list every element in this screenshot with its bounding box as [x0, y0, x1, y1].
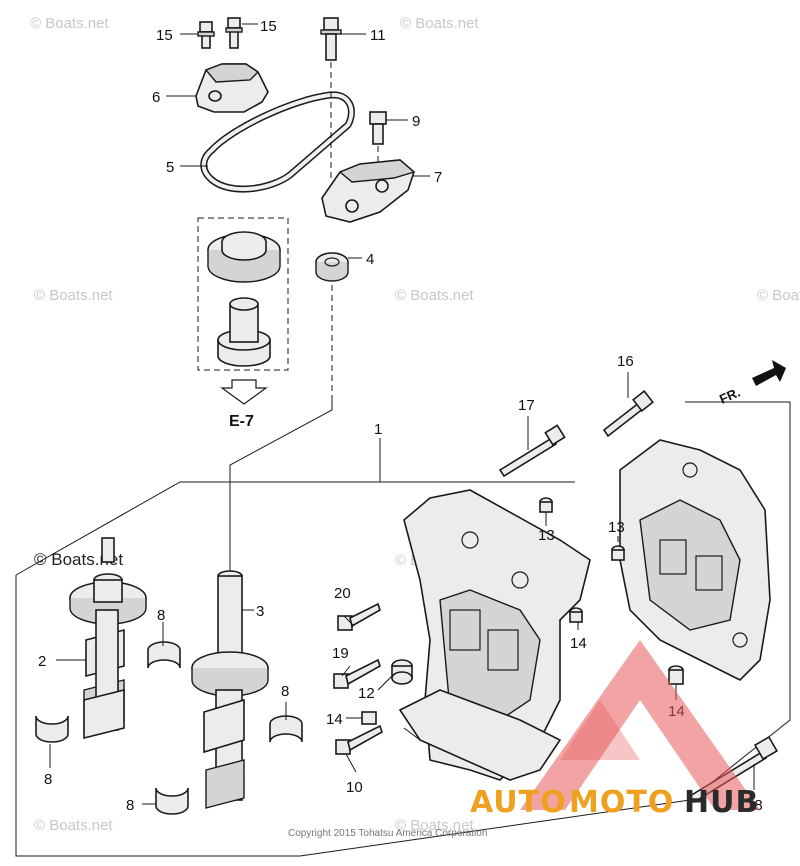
brand-part-moto: MOTO [569, 785, 674, 820]
callout-5: 5 [166, 159, 174, 176]
dowel-part-13-a [539, 497, 553, 513]
watermark: © Boats.net [395, 287, 474, 304]
callout-8: 8 [44, 771, 52, 788]
callout-16: 16 [617, 353, 634, 370]
callout-19: 19 [332, 645, 349, 662]
watermark: © Boats.net [34, 817, 113, 834]
callout-13: 13 [608, 519, 625, 536]
dowel-part-14-a [569, 607, 583, 623]
bolt-part-15-left [197, 21, 215, 49]
watermark: © Boats.net [34, 287, 113, 304]
callout-15: 15 [156, 27, 173, 44]
bolt-part-16 [602, 390, 654, 438]
callout-20: 20 [334, 585, 351, 602]
callout-10: 10 [346, 779, 363, 796]
dowel-part-14-c [361, 711, 377, 725]
assembly-frame [15, 401, 791, 857]
leader-lines [49, 23, 755, 805]
cylinder-head-left [398, 489, 591, 781]
chain-guide-part-6 [195, 63, 269, 113]
callout-8: 8 [281, 683, 289, 700]
front-marker-label: FR. [717, 385, 742, 407]
bearing-part-8-c [269, 715, 303, 743]
watermark: © Boats.net [30, 15, 109, 32]
tensioner-plate-part-7 [321, 159, 416, 223]
bolt-part-9 [369, 111, 387, 172]
callout-9: 9 [412, 113, 420, 130]
callout-6: 6 [152, 89, 160, 106]
camshaft-part-2 [69, 537, 147, 740]
bolt-part-19 [333, 658, 381, 689]
callout-14: 14 [570, 635, 587, 652]
callout-7: 7 [434, 169, 442, 186]
bolt-part-11 [320, 17, 342, 180]
callout-13: 13 [538, 527, 555, 544]
bearing-part-8-b [35, 715, 69, 743]
cylinder-head-right [619, 439, 771, 681]
bolt-part-15-right [225, 17, 243, 49]
front-direction-marker: FR. [717, 360, 786, 407]
brand-part-auto: AUTO [470, 785, 567, 820]
callout-12: 12 [358, 685, 375, 702]
callout-1: 1 [374, 421, 382, 438]
bearing-part-8-d [155, 787, 189, 815]
reference-label: E-7 [229, 413, 254, 430]
callout-3: 3 [256, 603, 264, 620]
timing-chain-part-5 [200, 91, 355, 193]
callout-8: 8 [157, 607, 165, 624]
bearing-part-8-a [147, 641, 181, 669]
bolt-part-17 [498, 424, 566, 478]
bolt-part-10 [335, 724, 383, 755]
callout-11: 11 [370, 27, 386, 44]
watermark: © Boats.net [395, 817, 474, 834]
ring-part-12 [391, 659, 413, 685]
reference-box: E-7 [197, 217, 289, 430]
callout-15: 15 [260, 18, 277, 35]
copyright-notice: Copyright 2015 Tohatsu America Corporati… [288, 828, 487, 839]
watermark-dark: © Boats.net [34, 550, 123, 569]
watermark: © Boats.net [400, 15, 479, 32]
dowel-part-13-b [611, 545, 625, 561]
sprocket-part-4 [229, 252, 349, 580]
callout-2: 2 [38, 653, 46, 670]
camshaft-part-3 [191, 570, 269, 809]
callout-14: 14 [326, 711, 343, 728]
dowel-part-14-b [668, 665, 684, 685]
callout-4: 4 [366, 251, 374, 268]
brand-part-hub: HUB [684, 785, 759, 820]
callout-17: 17 [518, 397, 535, 414]
brand-logo: AUTO MOTO HUB [470, 640, 760, 820]
watermark: © Boats.net [757, 287, 800, 304]
callout-8: 8 [126, 797, 134, 814]
